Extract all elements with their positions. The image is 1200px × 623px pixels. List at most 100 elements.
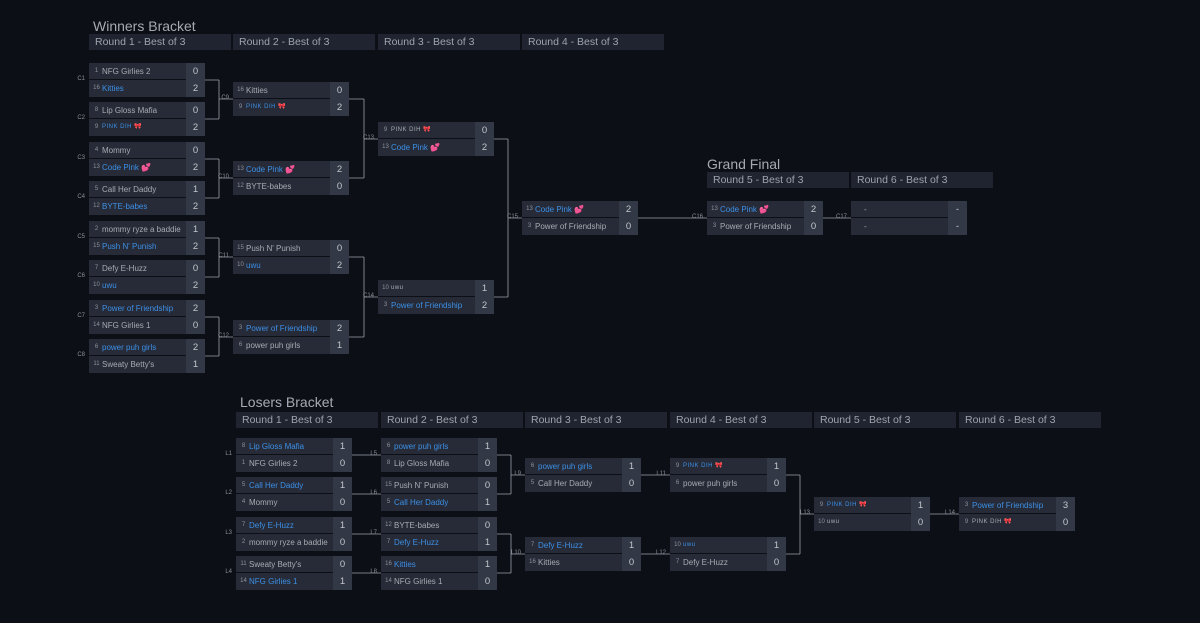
- team-name[interactable]: Call Her Daddy: [538, 479, 593, 488]
- team-name[interactable]: BYTE-babes: [102, 202, 148, 211]
- team-name[interactable]: Push N' Punish: [246, 244, 301, 253]
- team-name[interactable]: Lip Gloss Mafia: [102, 106, 158, 115]
- team-name[interactable]: Push N' Punish: [102, 242, 157, 251]
- team-name[interactable]: mommy ryze a baddie: [249, 538, 328, 547]
- team-name[interactable]: uwu: [391, 285, 404, 291]
- team-name[interactable]: uwu: [683, 542, 696, 548]
- team-name[interactable]: Call Her Daddy: [249, 481, 304, 490]
- team-name[interactable]: Kitties: [102, 84, 124, 93]
- team-name[interactable]: PINK DIH 🎀: [972, 519, 1013, 525]
- team-name[interactable]: power puh girls: [394, 442, 449, 451]
- team-name[interactable]: Power of Friendship: [246, 324, 318, 333]
- team-name[interactable]: Power of Friendship: [102, 304, 174, 313]
- team-name[interactable]: Power of Friendship: [535, 222, 607, 231]
- team-name[interactable]: Lip Gloss Mafia: [394, 459, 450, 468]
- team-name[interactable]: Mommy: [102, 146, 131, 155]
- team-name[interactable]: Kitties: [538, 558, 560, 567]
- team-name[interactable]: NFG Girlies 1: [394, 577, 443, 586]
- team-name[interactable]: Sweaty Betty's: [249, 560, 302, 569]
- team-name[interactable]: power puh girls: [538, 462, 593, 471]
- team-name[interactable]: -: [864, 205, 867, 214]
- team-name[interactable]: PINK DIH 🎀: [102, 124, 143, 130]
- team-name[interactable]: Code Pink 💕: [102, 163, 152, 172]
- team-slot[interactable]: --: [851, 201, 967, 218]
- team-name[interactable]: mommy ryze a baddie: [102, 225, 181, 234]
- team-name[interactable]: Kitties: [246, 86, 268, 95]
- team-name[interactable]: Code Pink 💕: [535, 205, 585, 214]
- team-name[interactable]: Defy E-Huzz: [538, 541, 583, 550]
- team-name[interactable]: Call Her Daddy: [394, 498, 449, 507]
- team-name[interactable]: Defy E-Huzz: [394, 538, 439, 547]
- team-name[interactable]: NFG Girlies 1: [249, 577, 298, 586]
- team-name[interactable]: BYTE-babes: [394, 521, 440, 530]
- team-name[interactable]: Kitties: [394, 560, 416, 569]
- team-name[interactable]: -: [864, 222, 867, 231]
- team-name[interactable]: NFG Girlies 2: [249, 459, 298, 468]
- team-name[interactable]: uwu: [827, 519, 840, 525]
- team-name[interactable]: NFG Girlies 1: [102, 321, 151, 330]
- team-name[interactable]: Defy E-Huzz: [683, 558, 728, 567]
- team-name[interactable]: Code Pink 💕: [246, 165, 296, 174]
- team-name[interactable]: power puh girls: [102, 343, 157, 352]
- team-name[interactable]: Sweaty Betty's: [102, 360, 155, 369]
- team-name[interactable]: BYTE-babes: [246, 182, 292, 191]
- team-name[interactable]: Push N' Punish: [394, 481, 449, 490]
